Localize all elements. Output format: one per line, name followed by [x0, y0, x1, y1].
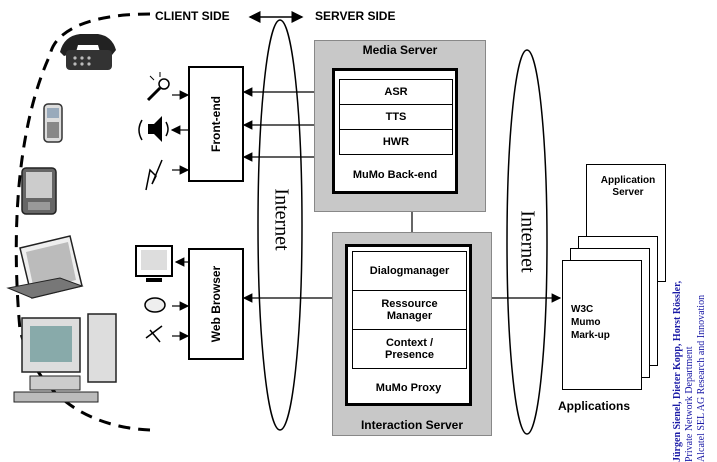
dialogmanager-row: Dialogmanager: [353, 252, 466, 291]
web-browser-label: Web Browser: [209, 265, 223, 343]
tts-row: TTS: [340, 105, 452, 130]
client-side-label: CLIENT SIDE: [155, 9, 230, 23]
asr-row: ASR: [340, 80, 452, 105]
ressource-manager-row: Ressource Manager: [353, 291, 466, 330]
mobile-phone-icon: [43, 103, 63, 143]
credits-block: Jürgen Sienel, Dieter Kopp, Horst Rössle…: [672, 102, 717, 462]
mumo-backend-label: MuMo Back-end: [352, 169, 438, 181]
phone-icon: [60, 34, 116, 70]
media-rows: ASR TTS HWR: [339, 79, 453, 155]
pda-icon: [21, 167, 57, 215]
monitor-icon: [135, 245, 173, 282]
application-server-label: Application Server: [600, 175, 656, 198]
interaction-server-title: Interaction Server: [360, 418, 464, 432]
w3c-mumo-label: W3C Mumo Mark-up: [571, 304, 610, 341]
speaker-icon: [138, 116, 169, 142]
mumo-proxy-box: Dialogmanager Ressource Manager Context …: [345, 244, 472, 406]
mumo-proxy-label: MuMo Proxy: [375, 382, 442, 394]
server-side-label: SERVER SIDE: [315, 9, 396, 23]
frontend-label: Front-end: [209, 96, 223, 152]
credits-authors: Jürgen Sienel, Dieter Kopp, Horst Rössle…: [672, 280, 683, 462]
app-page-front: W3C Mumo Mark-up: [562, 260, 642, 390]
microphone-icon: [146, 72, 170, 102]
internet-left-label: Internet: [270, 188, 293, 251]
desktop-computer-icon: [13, 313, 117, 403]
stylus-icon: [145, 325, 163, 343]
client-devices-arc: [14, 12, 151, 432]
pen-icon: [145, 159, 163, 191]
web-browser-box: [188, 248, 244, 360]
internet-right-ellipse: [506, 49, 548, 435]
interaction-rows: Dialogmanager Ressource Manager Context …: [352, 251, 467, 369]
frontend-box: [188, 66, 244, 182]
internet-left-ellipse: [257, 19, 303, 431]
mumo-backend-box: ASR TTS HWR MuMo Back-end: [332, 68, 458, 194]
credits-dept: Private Network Department: [684, 346, 695, 462]
laptop-icon: [6, 235, 84, 299]
applications-caption: Applications: [558, 399, 631, 413]
mouse-icon: [144, 297, 166, 313]
hwr-row: HWR: [382, 136, 410, 148]
credits-org: Alcatel SEL AG Research and Innovation: [696, 294, 707, 462]
context-presence-row: Context / Presence: [385, 337, 434, 361]
media-server-title: Media Server: [362, 43, 438, 57]
internet-right-label: Internet: [516, 210, 539, 273]
diagram-lines: [6, 11, 562, 435]
architecture-diagram: CLIENT SIDE SERVER SIDE Internet Interne…: [6, 9, 707, 462]
